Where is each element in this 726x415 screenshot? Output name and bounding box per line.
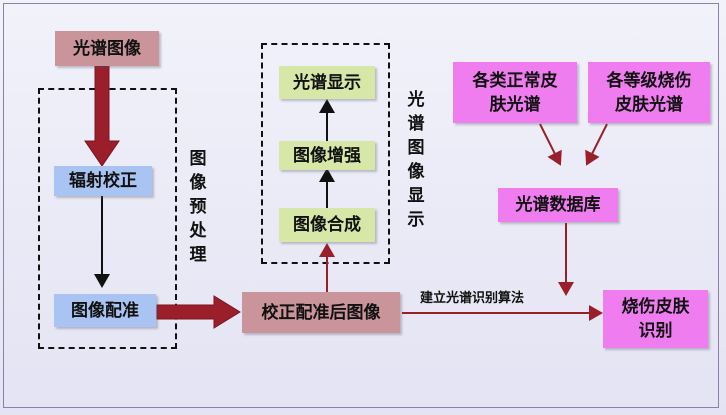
arrow-burn-to-database	[585, 123, 608, 166]
diagram-frame	[3, 3, 719, 408]
node-burn-skin-spectra: 各等级烧伤 皮肤光谱	[588, 62, 710, 123]
node-spectral-display-label: 光谱显示	[293, 72, 361, 93]
node-image-synthesis: 图像合成	[279, 208, 375, 242]
node-spectral-database: 光谱数据库	[498, 188, 618, 222]
node-radiometric-correction: 辐射校正	[54, 166, 152, 196]
node-spectral-image-label: 光谱图像	[73, 38, 141, 59]
preprocessing-group-label: 图 像 预 处 理	[189, 149, 207, 265]
node-normal-skin-spectra: 各类正常皮 肤光谱	[453, 62, 577, 123]
node-registered-image: 校正配准后图像	[242, 292, 400, 333]
node-radiometric-correction-label: 辐射校正	[69, 171, 137, 191]
node-burn-recognition: 烧伤皮肤 识别	[603, 290, 708, 348]
node-spectral-image: 光谱图像	[55, 31, 159, 66]
arrow-normal-to-database	[539, 123, 562, 166]
build-algorithm-label: 建立光谱识别算法	[420, 291, 525, 306]
node-spectral-database-label: 光谱数据库	[515, 195, 601, 215]
node-image-registration: 图像配准	[54, 294, 156, 327]
node-burn-recognition-label: 烧伤皮肤 识别	[621, 297, 690, 341]
node-image-registration-label: 图像配准	[71, 300, 139, 321]
arrow-image-to-radiometric	[84, 65, 120, 167]
display-group-box	[261, 43, 390, 264]
node-image-enhancement: 图像增强	[279, 141, 375, 170]
node-spectral-display: 光谱显示	[279, 66, 375, 99]
node-normal-skin-spectra-label: 各类正常皮 肤光谱	[472, 70, 558, 115]
arrow-registration-to-registered	[156, 295, 241, 329]
display-group-label: 光 谱 图 像 显 示	[407, 90, 425, 230]
node-burn-skin-spectra-label: 各等级烧伤 皮肤光谱	[606, 70, 692, 115]
node-image-synthesis-label: 图像合成	[293, 215, 361, 235]
node-image-enhancement-label: 图像增强	[293, 145, 361, 166]
node-registered-image-label: 校正配准后图像	[261, 302, 381, 323]
